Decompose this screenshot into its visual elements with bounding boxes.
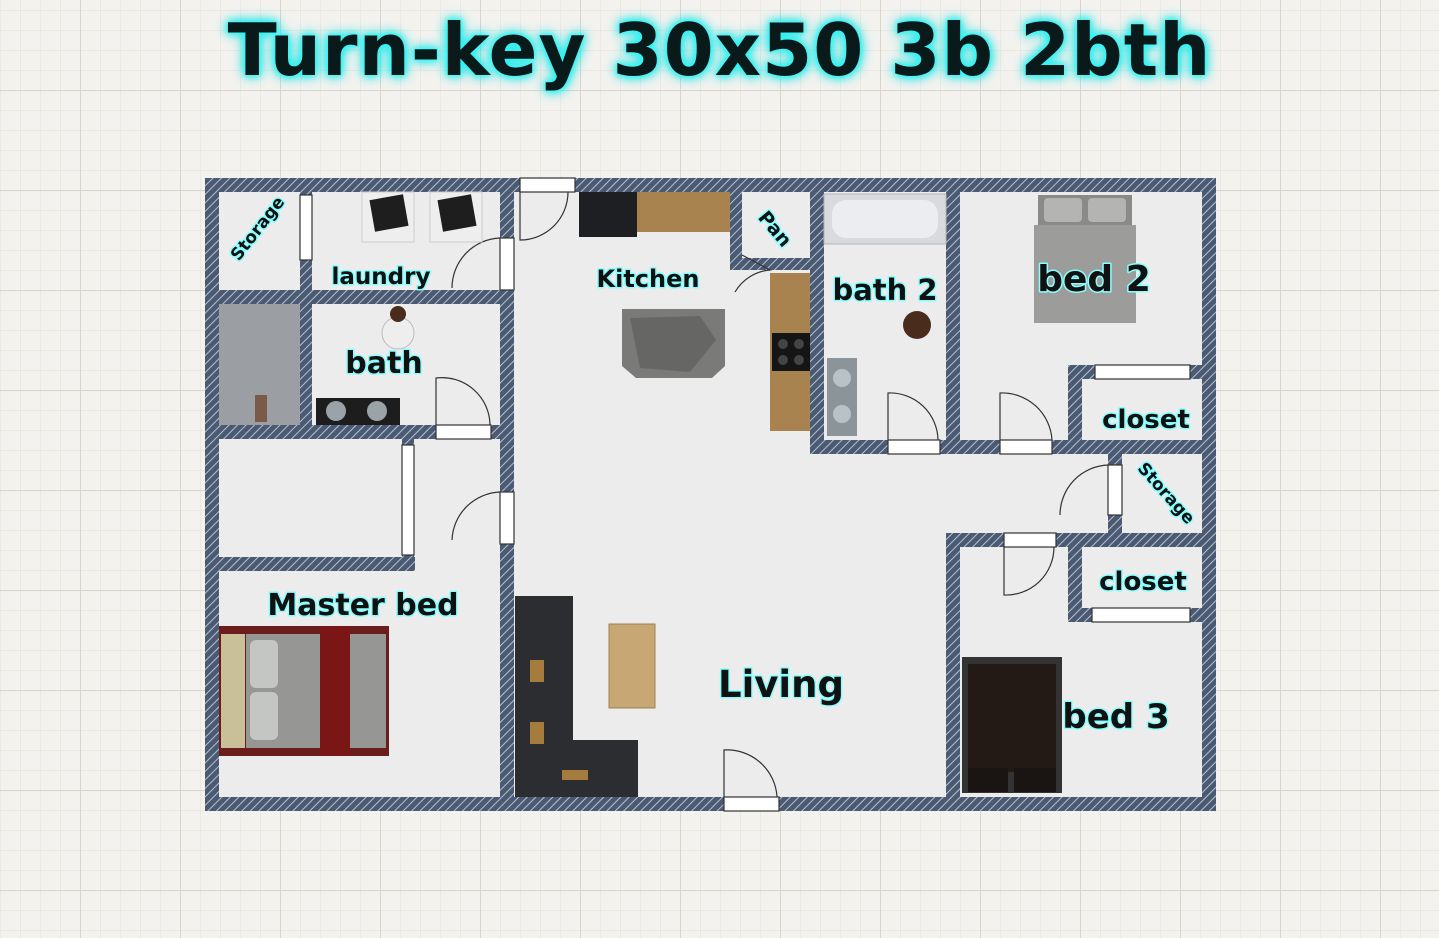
exterior-walls <box>205 178 1216 811</box>
doors <box>299 177 1191 812</box>
laundry-machines <box>361 191 483 243</box>
label-master-bed: Master bed <box>267 588 458 623</box>
plan-title: Turn-key 30x50 3b 2bth <box>227 8 1212 92</box>
living-sofa <box>515 596 656 797</box>
bed2-furniture <box>1034 195 1136 323</box>
label-bed3: bed 3 <box>1062 697 1169 737</box>
label-living: Living <box>718 663 844 706</box>
label-bed2: bed 2 <box>1037 259 1151 300</box>
label-bath: bath <box>345 346 422 381</box>
label-kitchen: Kitchen <box>597 265 700 293</box>
label-closet-bed2: closet <box>1102 405 1190 435</box>
kitchen-island <box>622 309 725 378</box>
master-bed <box>219 626 389 756</box>
label-bath2: bath 2 <box>832 273 937 307</box>
kitchen-cabinets <box>579 192 810 431</box>
bath2-fixtures <box>827 311 931 436</box>
label-closet-bed3: closet <box>1099 567 1187 597</box>
label-laundry: laundry <box>332 264 431 290</box>
bathtub <box>823 193 947 245</box>
bath-fixtures <box>219 304 415 425</box>
bed3-furniture <box>962 657 1062 793</box>
